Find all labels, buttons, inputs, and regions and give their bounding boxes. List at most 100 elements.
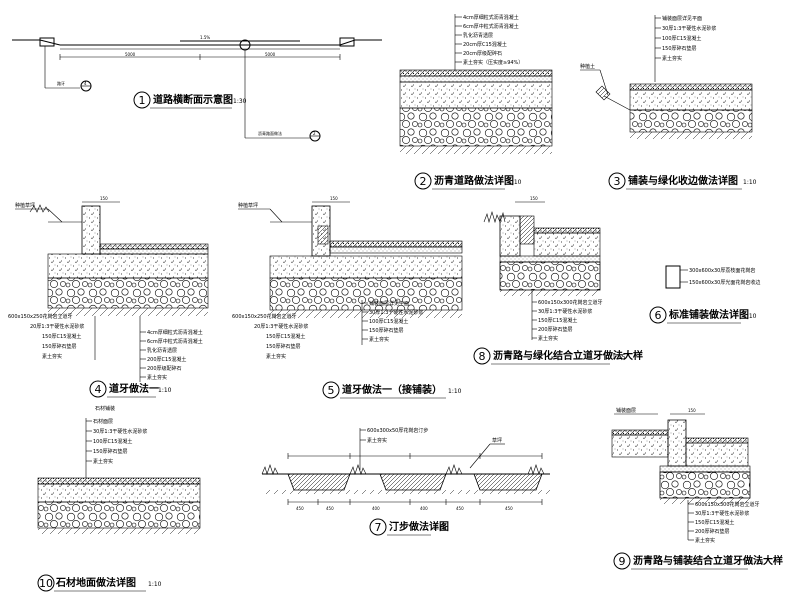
d4-note-right-2: 6cm厚中粒式沥青混凝土: [147, 338, 203, 345]
d8-note-1: 600x150x300花岗岩立道牙: [538, 299, 603, 306]
detail-1-road-cross-section: 1.5% 5000 5000 4 路牙 2 沥青路面做法 1 道路横断面示意图 …: [12, 35, 382, 142]
detail-7-number-circle: [369, 518, 387, 536]
d8-curb-stone: [499, 215, 521, 257]
detail-2-scale: 1:10: [508, 179, 522, 186]
detail-3-number: 3: [614, 175, 621, 188]
detail-4-curb-method-1: 种植草坪 150 600x150x250花岗岩立道牙 20厚1:3干硬性水泥砂浆…: [8, 196, 209, 398]
d2-note-2: 6cm厚中粒式沥青混凝土: [463, 23, 519, 30]
d10-leader-notes: 石材面层 30厚1:3干硬性水泥砂浆 100厚C15混凝土 150厚碎石垫层 素…: [85, 418, 147, 478]
d4-note-left-4: 150厚碎石垫层: [42, 343, 77, 350]
d8-note-4: 200厚碎石垫层: [538, 326, 573, 333]
detail-2-title: 沥青道路做法详图: [434, 174, 514, 187]
d4-note-left-5: 素土夯实: [42, 353, 62, 360]
detail-2-number-circle: [414, 172, 432, 190]
d1-dim-right: 5000: [265, 52, 276, 57]
detail-1-scale: 1:30: [233, 98, 247, 105]
d7-stone-3: [473, 473, 543, 491]
d7-dim-1: 450: [296, 506, 304, 511]
detail-3-number-circle: [608, 172, 626, 190]
d3-planting-soil-label: 种植土: [580, 63, 595, 70]
d4-note-right-6: 素土夯实: [147, 374, 167, 381]
detail-7-title: 汀步做法详图: [389, 520, 449, 533]
d9-note-5: 素土夯实: [695, 537, 715, 544]
detail-1-number-circle: [133, 91, 151, 109]
d5-planting-lawn-label: 种植草坪: [238, 202, 258, 209]
d10-note-2: 30厚1:3干硬性水泥砂浆: [93, 428, 147, 435]
d5-note-right-2: 30厚1:3干硬性水泥砂浆: [369, 309, 423, 316]
d9-note-2: 30厚1:3干硬性水泥砂浆: [695, 510, 749, 517]
d8-note-5: 素土夯实: [538, 335, 558, 342]
d4-note-left-2: 20厚1:3干硬性水泥砂浆: [30, 323, 84, 330]
detail-10-title: 石材地面做法详图: [55, 576, 136, 589]
detail-8-title: 沥青路与绿化结合立道牙做法大样: [493, 349, 643, 362]
detail-2-number: 2: [420, 175, 427, 188]
d7-stone-2: [379, 473, 447, 491]
d9-note-4: 200厚碎石垫层: [695, 528, 730, 535]
d7-dim-4: 400: [420, 506, 428, 511]
d7-dim-6: 450: [505, 506, 513, 511]
d5-notes-left: 600x150x250花岗岩立道牙 20厚1:3干硬性水泥砂浆 150厚C15混…: [232, 313, 308, 360]
d2-note-6: 素土夯实（压实度≥94%）: [463, 59, 523, 66]
detail-6-number: 6: [655, 309, 662, 322]
d7-dim-3: 400: [372, 506, 380, 511]
detail-1-number: 1: [139, 94, 146, 107]
detail-8-number-circle: [473, 347, 491, 365]
detail-6-title: 标准铺装做法详图: [668, 308, 749, 321]
detail-6-scale: 1:10: [743, 313, 757, 320]
d7-note-1: 600x300x50厚花岗岩汀步: [367, 427, 428, 434]
d3-note-3: 100厚C15混凝土: [662, 35, 701, 42]
detail-8-number: 8: [479, 350, 486, 363]
d5-note-right-5: 素土夯实: [369, 336, 389, 343]
d6-note-2: 150x600x30厚光面花岗岩收边: [689, 279, 760, 286]
detail-4-title: 道牙做法一: [109, 382, 159, 395]
d7-dim-2: 450: [326, 506, 334, 511]
detail-3-scale: 1:10: [743, 179, 757, 186]
d4-note-left-3: 150厚C15混凝土: [42, 333, 81, 340]
detail-1-title: 道路横断面示意图: [153, 93, 233, 106]
d4-note-right-1: 4cm厚细粒式沥青混凝土: [147, 329, 203, 336]
d7-stone-1: [287, 473, 351, 491]
detail-5-title: 道牙做法一（接铺装）: [342, 383, 442, 396]
d1-curb-tag: 路牙: [57, 80, 65, 86]
d9-paving-label: 铺装面层: [616, 407, 636, 414]
d4-note-right-3: 乳化沥青透层: [147, 347, 177, 354]
d7-dim-5: 450: [456, 506, 464, 511]
detail-5-number-circle: [322, 381, 340, 399]
detail-5-number: 5: [328, 384, 335, 397]
d5-note-left-4: 150厚碎石垫层: [266, 343, 301, 350]
d5-note-left-3: 150厚C15混凝土: [266, 333, 305, 340]
detail-10-number: 10: [39, 577, 53, 590]
d1-dim-left: 5000: [125, 52, 136, 57]
detail-9-asphalt-paving-curb: 铺装面层 150 600x150x300花岗岩立道牙 30厚1:3干硬性水泥砂浆…: [611, 407, 783, 570]
d10-note-4: 150厚碎石垫层: [93, 448, 128, 455]
detail-10-stone-flooring: 石材铺装 石材面层 30厚1:3干硬性水泥砂浆 100厚C15混凝土 150厚碎…: [37, 405, 201, 592]
d2-leader-notes: 4cm厚细粒式沥青混凝土 6cm厚中粒式沥青混凝土 乳化沥青透层 20cm厚C1…: [454, 14, 523, 70]
d4-curb-stone: [81, 205, 101, 255]
detail-5-curb-with-paving: 种植草坪 150 600x150x250花岗岩立道牙 20厚1:3干硬性水泥砂浆…: [232, 196, 463, 399]
d2-note-5: 20cm厚级配碎石: [463, 50, 502, 57]
d4-note-right-5: 200厚级配碎石: [147, 365, 182, 372]
d1-asphalt-note: 沥青路面做法: [258, 130, 282, 136]
d1-callout-a: 4: [84, 81, 87, 86]
d1-slope: 1.5%: [200, 35, 210, 40]
detail-10-number-circle: [37, 574, 55, 592]
detail-4-number-circle: [89, 380, 107, 398]
d5-note-right-3: 100厚C15混凝土: [369, 318, 408, 325]
d7-note-2: 素土夯实: [367, 437, 387, 444]
d5-note-left-2: 20厚1:3干硬性水泥砂浆: [254, 323, 308, 330]
d2-note-3: 乳化沥青透层: [463, 32, 493, 39]
d3-note-2: 30厚1:3干硬性水泥砂浆: [662, 25, 716, 32]
d4-notes-left: 600x150x250花岗岩立道牙 20厚1:3干硬性水泥砂浆 150厚C15混…: [8, 313, 96, 360]
detail-8-asphalt-planting-curb: 150 600x150x300花岗岩立道牙 30厚1:3干硬性水泥砂浆 150厚…: [473, 196, 643, 365]
d9-curb-stone: [667, 419, 687, 467]
d8-note-3: 150厚C15混凝土: [538, 317, 577, 324]
d9-note-3: 150厚C15混凝土: [695, 519, 734, 526]
d5-note-left-1: 600x150x250花岗岩立道牙: [232, 313, 297, 320]
d3-note-5: 素土夯实: [662, 55, 682, 62]
d10-note-5: 素土夯实: [93, 458, 113, 465]
d4-planting-lawn-label: 种植草坪: [15, 202, 35, 209]
detail-9-number-circle: [613, 552, 631, 570]
d10-note-1: 石材面层: [93, 418, 113, 425]
d5-note-right-1: 铺装面层详见平面: [369, 300, 409, 307]
detail-7-number: 7: [375, 521, 382, 534]
